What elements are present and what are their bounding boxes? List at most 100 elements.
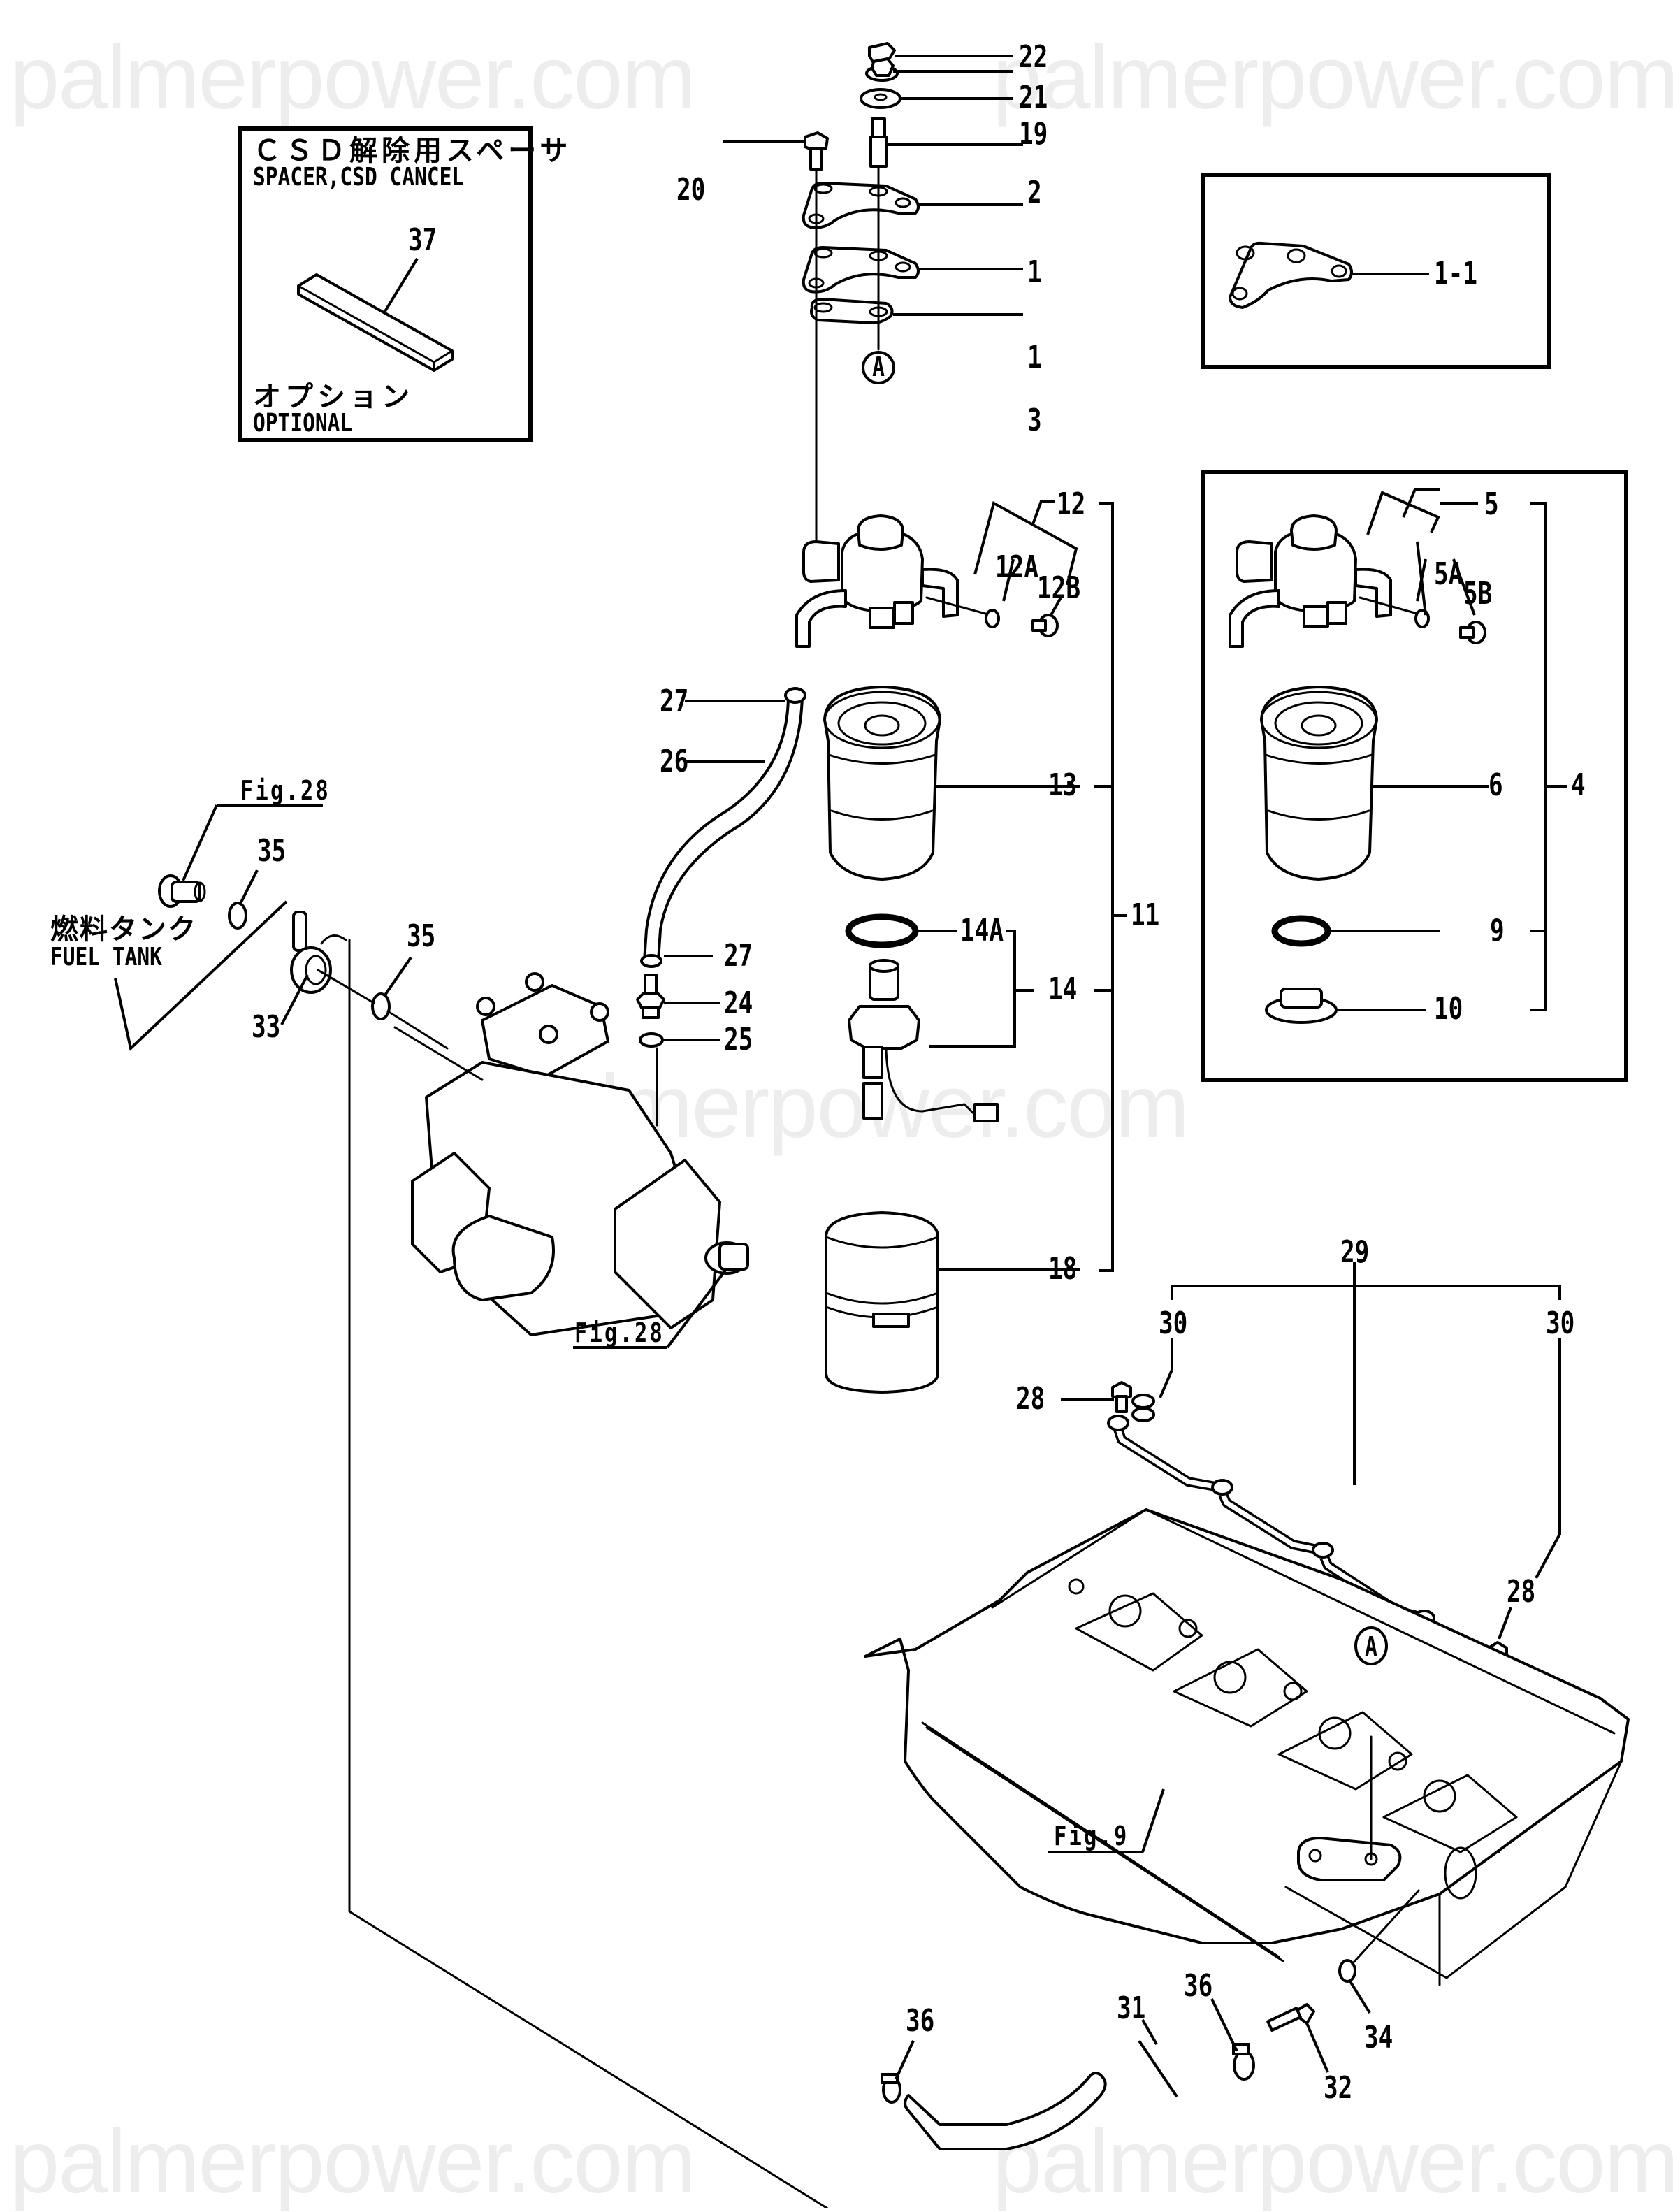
watermark-bottom-left: palmerpower.com — [10, 2112, 696, 2212]
washer-part-35-lower — [317, 956, 449, 1050]
stud-part-2 — [869, 117, 1023, 168]
callout-5B: 5B — [1463, 576, 1493, 612]
callout-28-upper: 28 — [1016, 1381, 1045, 1417]
callout-36-left: 36 — [906, 2003, 935, 2039]
callout-2: 2 — [1027, 175, 1042, 210]
figure-ref-fig28-pump[interactable]: Fig.28 — [574, 1317, 665, 1348]
washer-part-34 — [1338, 1889, 1420, 2014]
o-ring-part-14A — [845, 913, 1034, 1048]
kit-element-part-6 — [1260, 686, 1489, 881]
callout-27-lower: 27 — [724, 938, 753, 974]
callout-18: 18 — [1048, 1251, 1078, 1287]
bolt-part-12B — [1031, 614, 1059, 637]
washer-part-12A — [985, 609, 1000, 628]
spacer-title-en: SPACER,CSD CANCEL — [253, 163, 465, 191]
reference-mark-a-top — [862, 351, 895, 384]
hose-part-26 — [640, 687, 806, 968]
callout-25: 25 — [724, 1022, 753, 1057]
bracket-part-1-1 — [1229, 241, 1429, 309]
callout-35-upper: 35 — [257, 833, 287, 869]
callout-30-right: 30 — [1546, 1306, 1575, 1341]
callout-1-upper: 1 — [1027, 254, 1042, 290]
callout-22: 22 — [1019, 39, 1048, 75]
filter-head-part-12 — [795, 514, 987, 648]
callout-1-1: 1-1 — [1434, 256, 1477, 291]
callout-5: 5 — [1484, 486, 1499, 522]
hose-part-31 — [904, 2019, 1178, 2150]
watermark-bottom-right: palmerpower.com — [992, 2112, 1673, 2212]
callout-34: 34 — [1364, 2020, 1393, 2055]
spacer-part-37 — [297, 257, 454, 372]
spacer-note-en: OPTIONAL — [253, 409, 353, 438]
fuel-tank-label-en: FUEL TANK — [50, 943, 162, 971]
spacer-title-jp: ＣＳＤ解除用スペーサ — [253, 135, 572, 167]
callout-4: 4 — [1571, 767, 1586, 803]
callout-26: 26 — [660, 744, 689, 779]
cylinder-head — [864, 1508, 1630, 1986]
callout-24: 24 — [724, 985, 753, 1021]
callout-14: 14 — [1048, 971, 1078, 1007]
callout-30-left: 30 — [1159, 1306, 1188, 1341]
callout-33: 33 — [252, 1009, 281, 1045]
inset-filter-kit-frame — [1201, 470, 1628, 1082]
kit-o-ring-part-9 — [1271, 915, 1440, 947]
callout-14A: 14A — [960, 913, 1004, 948]
clamp-part-36-right — [1210, 1998, 1255, 2081]
washer-part-19 — [860, 88, 1013, 109]
callout-21: 21 — [1019, 80, 1048, 115]
figure-ref-fig28-top[interactable]: Fig.28 — [240, 775, 331, 806]
callout-28-lower: 28 — [1507, 1574, 1536, 1610]
watermark-top-right: palmerpower.com — [992, 28, 1673, 128]
nut-part-21 — [865, 57, 1013, 82]
clamp-part-36-left — [881, 2040, 915, 2104]
bracket-part-1-lower — [802, 246, 1023, 294]
callout-12B: 12B — [1037, 570, 1080, 606]
kit-cap-part-10 — [1265, 988, 1426, 1024]
callout-32: 32 — [1324, 2070, 1353, 2106]
nut-part-22 — [868, 42, 1013, 64]
fitting-part-32 — [1266, 2003, 1329, 2073]
callout-12A: 12A — [995, 549, 1038, 585]
washer-part-25 — [639, 1032, 720, 1127]
plate-part-3 — [810, 298, 1023, 324]
callout-6: 6 — [1489, 767, 1503, 803]
washer-part-30-upper — [1131, 1394, 1155, 1422]
callout-5A: 5A — [1434, 556, 1463, 592]
callout-20: 20 — [676, 172, 706, 208]
callout-3: 3 — [1027, 403, 1042, 438]
reference-mark-a-head — [1354, 1626, 1388, 1665]
kit-head-part-5 — [1229, 488, 1486, 648]
injection-pump — [393, 972, 749, 1349]
callout-12: 12 — [1057, 486, 1086, 522]
bracket-part-1-upper — [802, 182, 1023, 229]
spacer-note-jp: オプション — [253, 381, 414, 413]
callout-11: 11 — [1131, 897, 1160, 933]
banjo-bolt — [158, 874, 206, 908]
callout-35-lower: 35 — [407, 918, 436, 954]
figure-ref-fig9[interactable]: Fig.9 — [1054, 1821, 1129, 1851]
callout-9: 9 — [1490, 913, 1505, 948]
callout-13: 13 — [1048, 767, 1078, 803]
watermark-top-left: palmerpower.com — [10, 28, 696, 128]
fuel-tank-label-jp: 燃料タンク — [50, 913, 197, 946]
washer-part-35-upper — [228, 869, 259, 930]
banjo-fitting-part-33 — [280, 911, 347, 1025]
inset-bracket-frame — [1201, 173, 1551, 369]
callout-27-upper: 27 — [660, 684, 689, 719]
callout-37: 37 — [408, 222, 437, 258]
inset-spacer-frame — [238, 126, 533, 442]
callout-10: 10 — [1434, 991, 1463, 1027]
callout-1-lower: 1 — [1027, 340, 1042, 375]
bowl-part-18 — [825, 1211, 1080, 1394]
callout-19: 19 — [1019, 116, 1048, 152]
fitting-part-24 — [636, 974, 720, 1019]
callout-36-right: 36 — [1184, 1968, 1213, 2004]
callout-31: 31 — [1117, 1990, 1146, 2026]
callout-29: 29 — [1340, 1234, 1370, 1270]
filter-element-part-13 — [823, 686, 1080, 881]
bolt-part-28-upper — [1061, 1381, 1132, 1413]
reference-mark-a-head-label: A — [1365, 1631, 1377, 1662]
sensor-part-14 — [848, 959, 999, 1122]
